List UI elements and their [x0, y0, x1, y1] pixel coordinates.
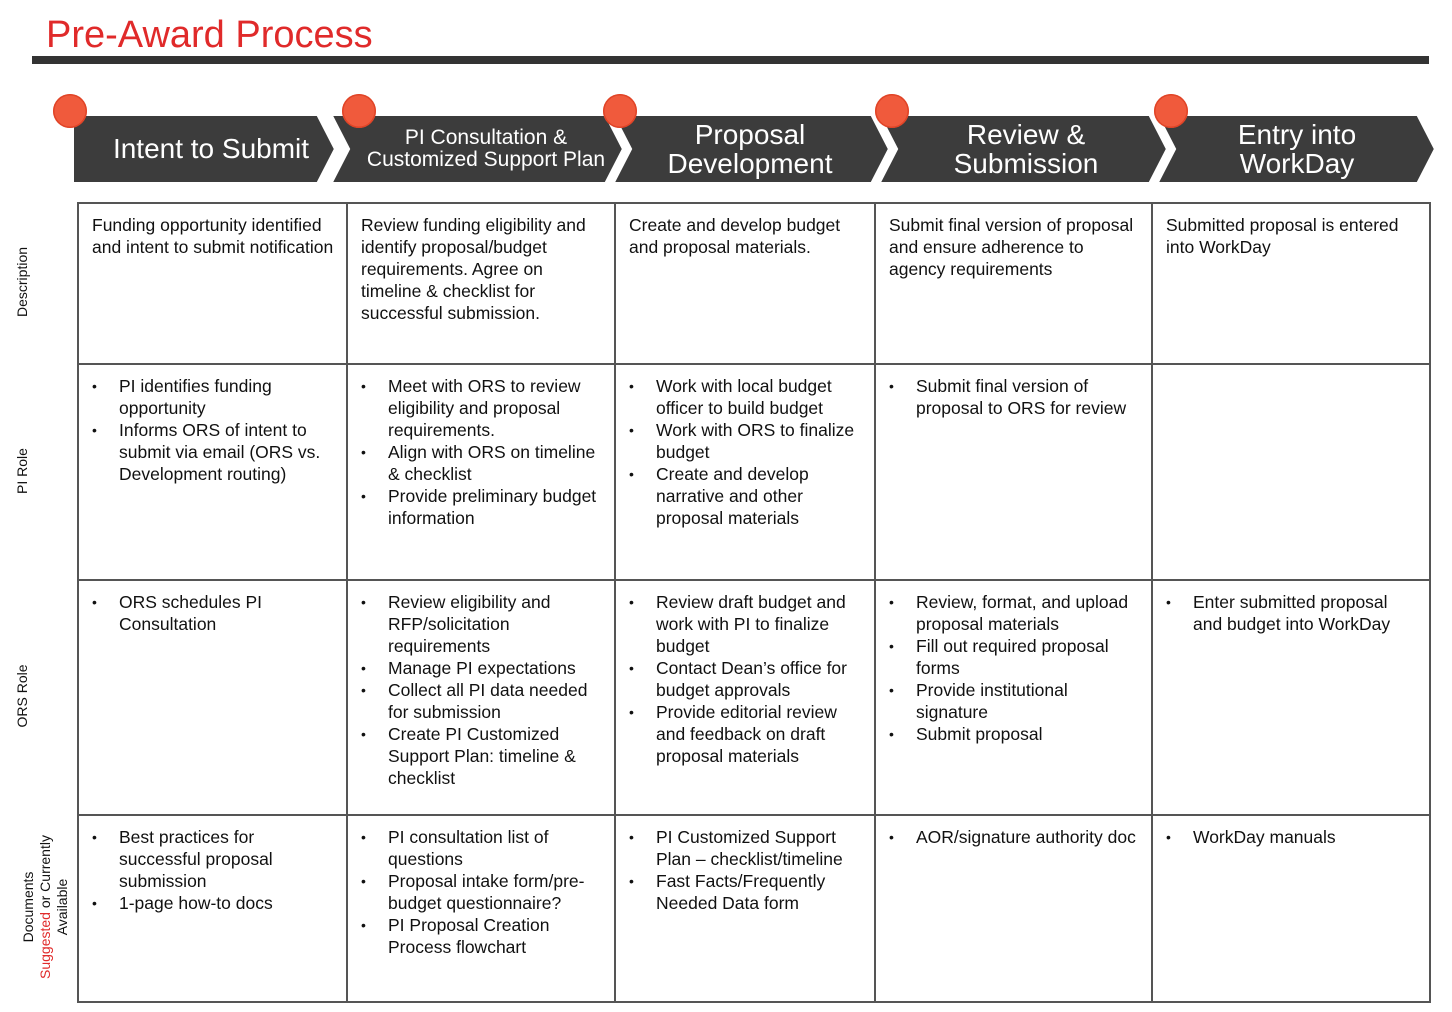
documents-cell: AOR/signature authority doc: [874, 814, 1153, 1003]
list-item: Work with ORS to finalize budget: [629, 419, 862, 463]
description-row: Funding opportunity identified and inten…: [77, 202, 1431, 365]
list-item: Create PI Customized Support Plan: timel…: [361, 723, 602, 789]
list-item: Provide institutional signature: [889, 679, 1139, 723]
list-item: Work with local budget officer to build …: [629, 375, 862, 419]
list-item: 1-page how-to docs: [92, 892, 334, 914]
list-item: Submit proposal: [889, 723, 1139, 745]
documents-cell: PI Customized Support Plan – checklist/t…: [614, 814, 876, 1003]
list-item: Align with ORS on timeline & checklist: [361, 441, 602, 485]
list-item: Review, format, and upload proposal mate…: [889, 591, 1139, 635]
description-cell: Funding opportunity identified and inten…: [77, 202, 348, 365]
pi-role-cell-empty: [1151, 363, 1431, 581]
list-item: Collect all PI data needed for submissio…: [361, 679, 602, 723]
pi-role-cell: PI identifies funding opportunity Inform…: [77, 363, 348, 581]
pi-role-cell: Meet with ORS to review eligibility and …: [346, 363, 616, 581]
list-item: AOR/signature authority doc: [889, 826, 1139, 848]
documents-label-line3: Available: [53, 878, 70, 936]
ors-role-cell: Enter submitted proposal and budget into…: [1151, 579, 1431, 816]
row-label-pi-role: PI Role: [13, 448, 30, 494]
list-item: Contact Dean’s office for budget approva…: [629, 657, 862, 701]
pi-role-row: PI identifies funding opportunity Inform…: [77, 363, 1431, 581]
step-label-intent-to-submit: Intent to Submit: [112, 133, 310, 165]
list-item: Fill out required proposal forms: [889, 635, 1139, 679]
description-cell: Create and develop budget and proposal m…: [614, 202, 876, 365]
description-cell: Submitted proposal is entered into WorkD…: [1151, 202, 1431, 365]
list-item: Proposal intake form/pre-budget question…: [361, 870, 602, 914]
pi-role-cell: Submit final version of proposal to ORS …: [874, 363, 1153, 581]
list-item: Best practices for successful proposal s…: [92, 826, 334, 892]
step-3-marker-dot: [603, 94, 637, 128]
step-1-marker-dot: [53, 94, 87, 128]
list-item: Informs ORS of intent to submit via emai…: [92, 419, 334, 485]
pi-role-cell: Work with local budget officer to build …: [614, 363, 876, 581]
page-title: Pre-Award Process: [46, 14, 373, 56]
ors-role-cell: Review, format, and upload proposal mate…: [874, 579, 1153, 816]
description-cell: Review funding eligibility and identify …: [346, 202, 616, 365]
step-5-marker-dot: [1154, 94, 1188, 128]
documents-cell: Best practices for successful proposal s…: [77, 814, 348, 1003]
step-label-proposal-development: Proposal Development: [667, 118, 833, 179]
documents-row: Best practices for successful proposal s…: [77, 814, 1431, 1003]
list-item: Submit final version of proposal to ORS …: [889, 375, 1139, 419]
list-item: Enter submitted proposal and budget into…: [1166, 591, 1417, 635]
step-4-marker-dot: [875, 94, 909, 128]
list-item: Create and develop narrative and other p…: [629, 463, 862, 529]
step-label-pi-consultation: PI Consultation & Customized Support Pla…: [366, 125, 606, 171]
title-underline: [32, 56, 1429, 64]
list-item: Review eligibility and RFP/solicitation …: [361, 591, 602, 657]
list-item: PI Customized Support Plan – checklist/t…: [629, 826, 862, 870]
ors-role-cell: ORS schedules PI Consultation: [77, 579, 348, 816]
ors-role-cell: Review draft budget and work with PI to …: [614, 579, 876, 816]
list-item: PI consultation list of questions: [361, 826, 602, 870]
ors-role-cell: Review eligibility and RFP/solicitation …: [346, 579, 616, 816]
list-item: Provide preliminary budget information: [361, 485, 602, 529]
documents-label-line1: Documents: [19, 871, 36, 943]
row-label-description: Description: [13, 246, 30, 318]
list-item: PI Proposal Creation Process flowchart: [361, 914, 602, 958]
list-item: Provide editorial review and feedback on…: [629, 701, 862, 767]
list-item: Meet with ORS to review eligibility and …: [361, 375, 602, 441]
list-item: Manage PI expectations: [361, 657, 602, 679]
step-label-entry-workday: Entry into WorkDay: [1237, 118, 1357, 179]
list-item: PI identifies funding opportunity: [92, 375, 334, 419]
documents-label-or: or Currently: [36, 835, 53, 913]
row-label-documents: Documents Suggested or Currently Availab…: [18, 817, 72, 997]
step-2-marker-dot: [342, 94, 376, 128]
documents-cell: WorkDay manuals: [1151, 814, 1431, 1003]
documents-label-suggested: Suggested: [36, 912, 53, 979]
process-matrix: Funding opportunity identified and inten…: [77, 202, 1431, 1003]
row-label-ors-role: ORS Role: [13, 664, 30, 728]
step-label-review-submission: Review & Submission: [953, 118, 1099, 179]
list-item: WorkDay manuals: [1166, 826, 1417, 848]
description-cell: Submit final version of proposal and ens…: [874, 202, 1153, 365]
documents-cell: PI consultation list of questions Propos…: [346, 814, 616, 1003]
list-item: Fast Facts/Frequently Needed Data form: [629, 870, 862, 914]
ors-role-row: ORS schedules PI Consultation Review eli…: [77, 579, 1431, 816]
list-item: Review draft budget and work with PI to …: [629, 591, 862, 657]
list-item: ORS schedules PI Consultation: [92, 591, 334, 635]
